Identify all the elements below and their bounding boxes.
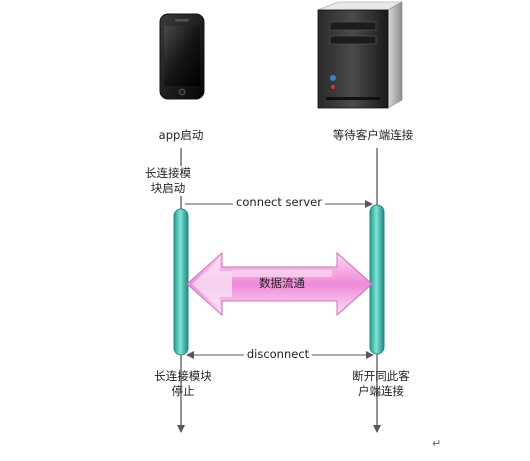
smartphone-icon bbox=[159, 13, 205, 100]
client-label: app启动 bbox=[158, 128, 204, 142]
server-activation-bar bbox=[369, 204, 385, 355]
client-module-start-line1: 长连接模 bbox=[145, 166, 191, 181]
server-disconnect-line2: 户端连接 bbox=[358, 384, 404, 398]
client-stop-line2: 停止 bbox=[171, 384, 195, 398]
paragraph-mark: ↵ bbox=[432, 437, 442, 450]
server-disconnect-line1: 断开同此客 bbox=[352, 369, 410, 383]
data-flow-arrow-shine bbox=[232, 270, 332, 277]
client-activation-bar bbox=[173, 208, 189, 356]
server-tower-icon bbox=[317, 1, 404, 109]
connect-label: connect server bbox=[233, 195, 325, 210]
client-module-start-line2: 块启动 bbox=[150, 181, 186, 196]
server-label: 等待客户端连接 bbox=[332, 128, 414, 142]
disconnect-label: disconnect bbox=[243, 347, 313, 362]
client-stop-line1: 长连接模块 bbox=[154, 369, 212, 383]
data-flow-arrow bbox=[186, 251, 373, 317]
data-flow-arrow-highlight bbox=[192, 259, 232, 309]
data-flow-label: 数据流通 bbox=[259, 276, 305, 290]
